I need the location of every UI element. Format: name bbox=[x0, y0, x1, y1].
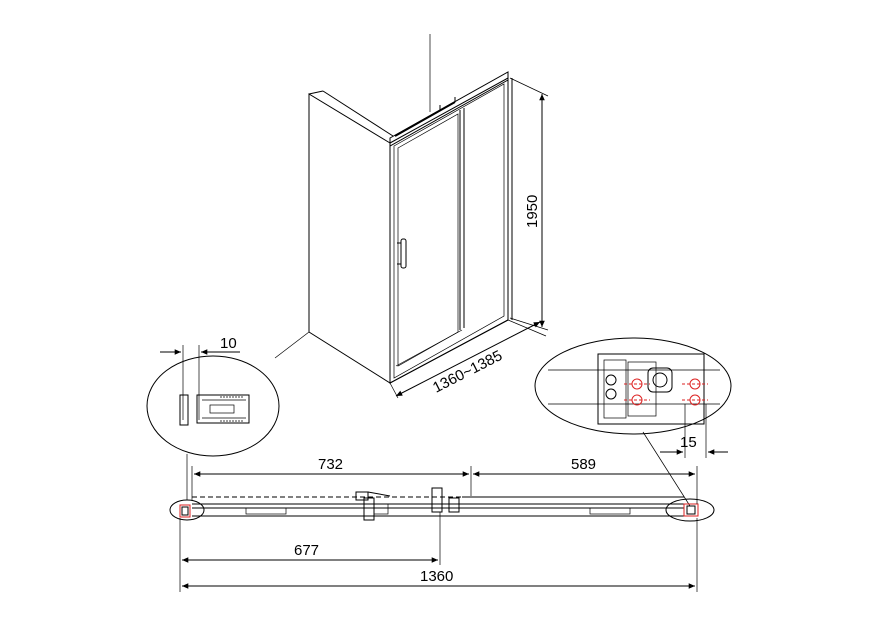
door-handle bbox=[400, 238, 407, 269]
total-width-label: 1360 bbox=[420, 568, 453, 585]
left-door-width-label: 732 bbox=[318, 456, 343, 473]
bracket-offset-label: 15 bbox=[680, 434, 697, 451]
width-range-label: 1360~1385 bbox=[430, 347, 505, 396]
right-bracket-detail: 15 bbox=[534, 337, 732, 507]
left-profile-detail: 10 bbox=[146, 335, 280, 457]
handle-position-label: 677 bbox=[294, 542, 319, 559]
height-dimension-label: 1950 bbox=[524, 195, 541, 228]
plan-view: 732 589 677 1360 bbox=[169, 454, 715, 592]
top-rail bbox=[389, 71, 509, 147]
side-wall-panel bbox=[308, 93, 391, 384]
isometric-view: 1950 1360~1385 bbox=[274, 34, 549, 399]
right-door-width-label: 589 bbox=[571, 456, 596, 473]
profile-gap-label: 10 bbox=[220, 335, 237, 352]
